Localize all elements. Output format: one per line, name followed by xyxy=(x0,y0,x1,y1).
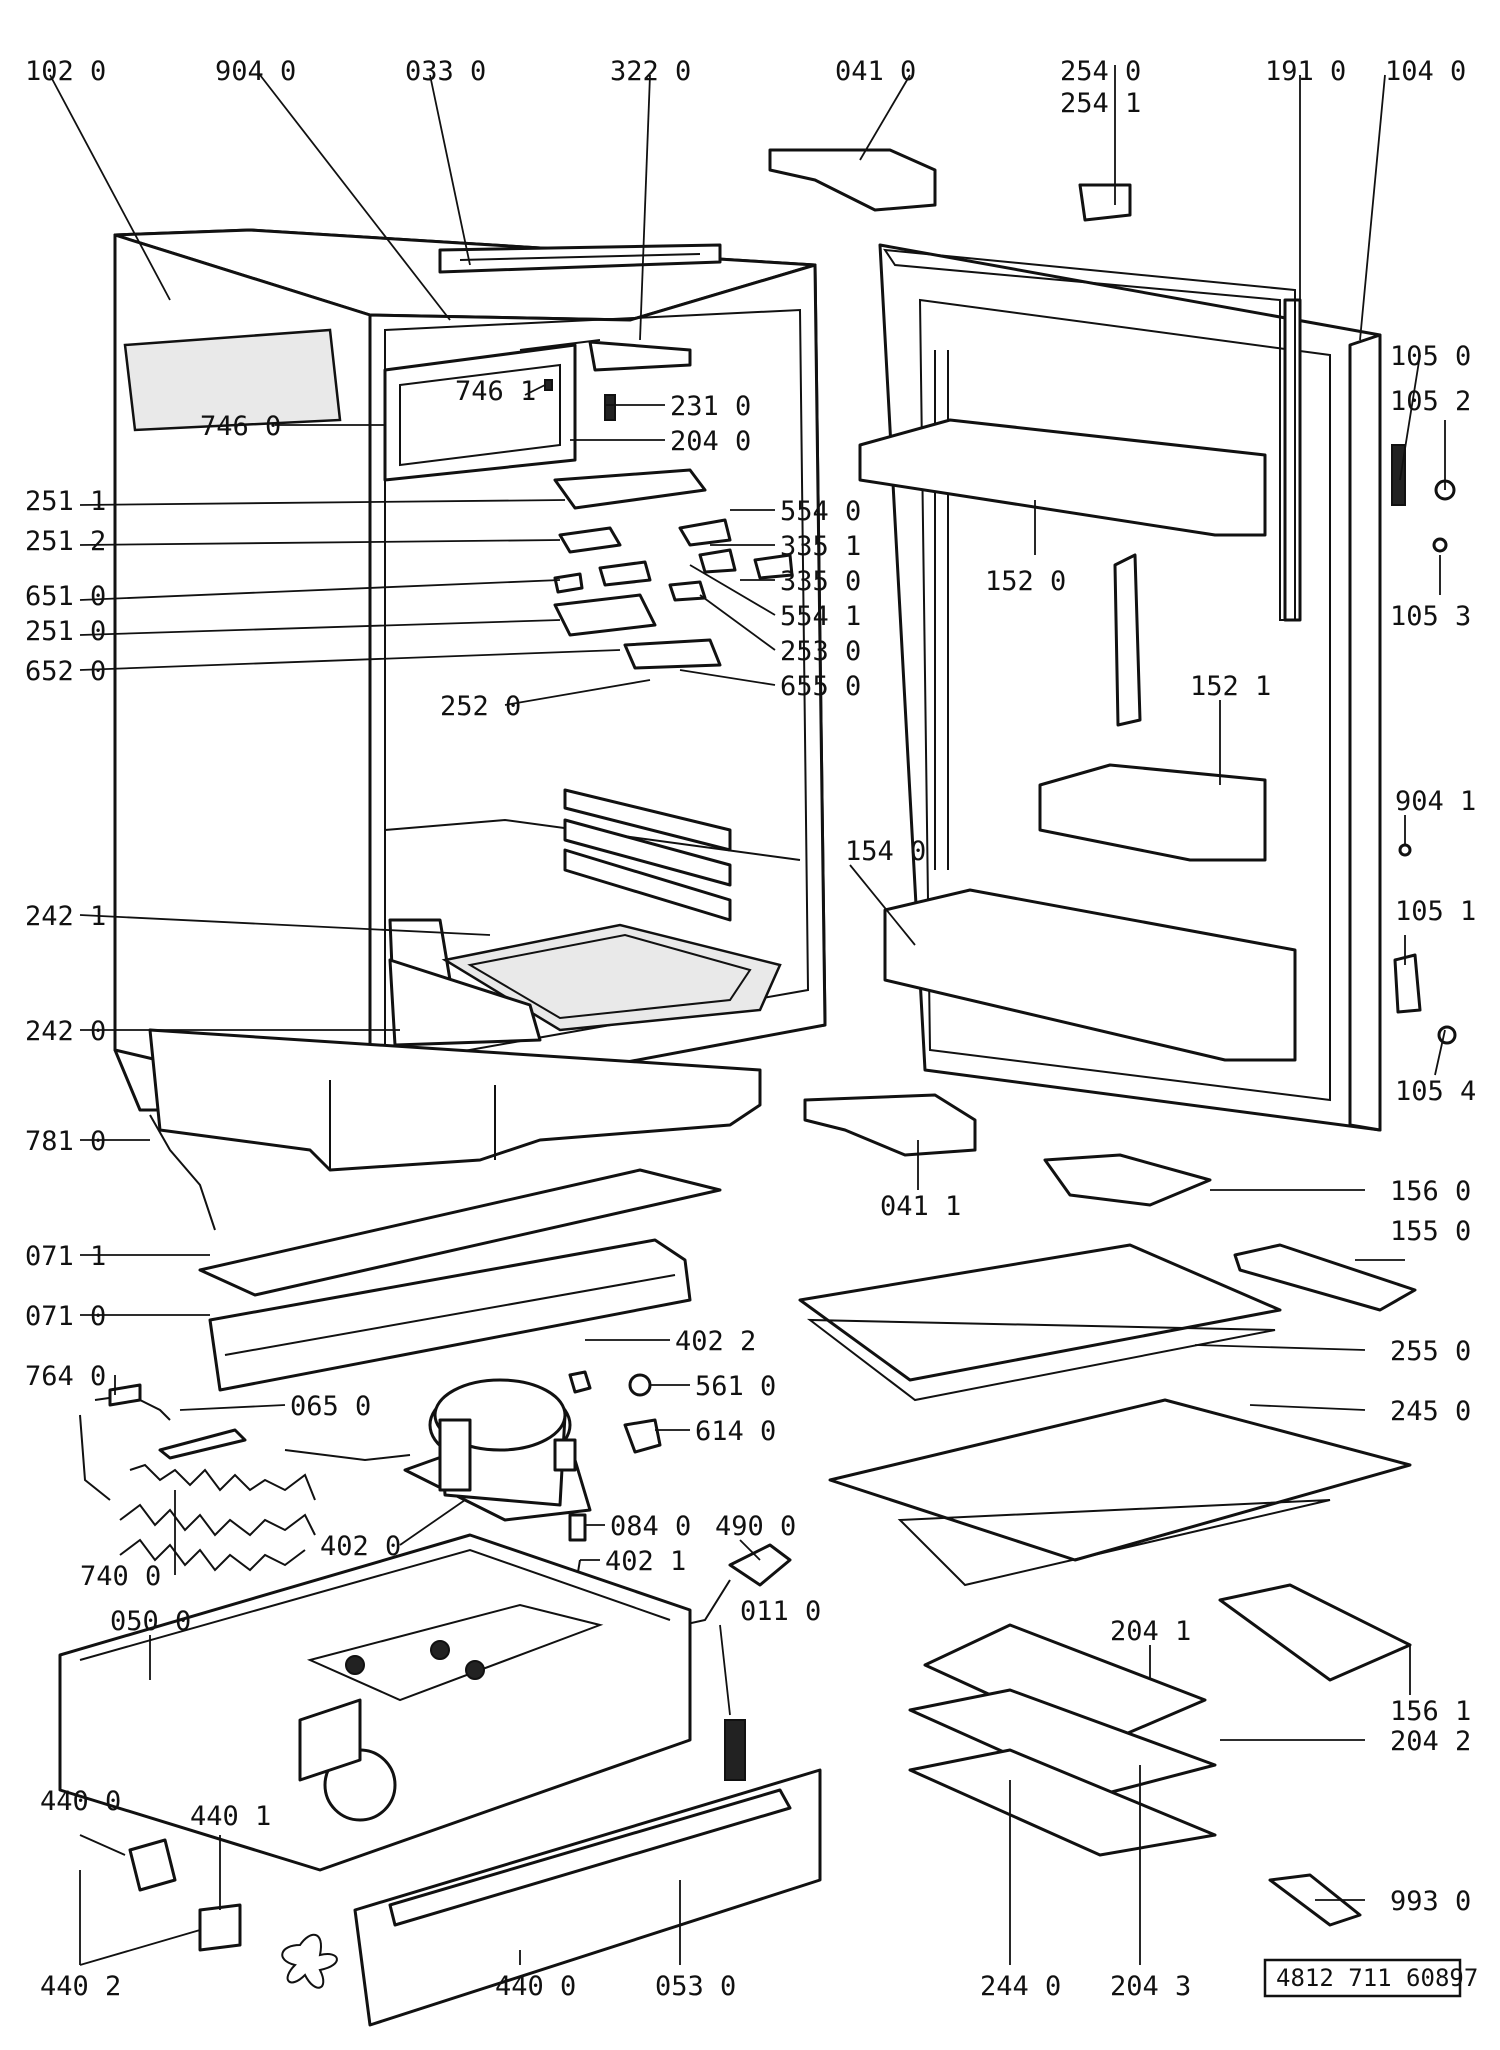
callout-071-0: 071 0 xyxy=(25,1301,106,1332)
callout-152-1: 152 1 xyxy=(1190,671,1271,702)
callout-440-0-bottom: 440 0 xyxy=(495,1971,576,2002)
crisper-drawers xyxy=(388,918,782,1047)
callout-245-0: 245 0 xyxy=(1390,1396,1471,1427)
callout-254-1: 254 1 xyxy=(1060,88,1141,119)
callout-614-0: 614 0 xyxy=(695,1416,776,1447)
wire-shelf xyxy=(828,1398,1412,1587)
front-kick-plate xyxy=(353,1768,822,2027)
callout-204-3: 204 3 xyxy=(1110,1971,1191,2002)
callout-011-0: 011 0 xyxy=(740,1596,821,1627)
callout-104-0: 104 0 xyxy=(1385,56,1466,87)
freezer-door-flap xyxy=(1043,1153,1212,1207)
callout-105-3: 105 3 xyxy=(1390,601,1471,632)
part-labels: 102 0 904 0 033 0 322 0 041 0 254 0 254 … xyxy=(25,56,1476,2002)
base-frame xyxy=(58,1533,746,1989)
callout-155-0: 155 0 xyxy=(1390,1216,1471,1247)
callout-904-0: 904 0 xyxy=(215,56,296,87)
callout-242-0: 242 0 xyxy=(25,1016,106,1047)
callout-152-0: 152 0 xyxy=(985,566,1066,597)
callout-440-0-top: 440 0 xyxy=(40,1786,121,1817)
callout-655-0: 655 0 xyxy=(780,671,861,702)
callout-335-0: 335 0 xyxy=(780,566,861,597)
callout-740-0: 740 0 xyxy=(80,1561,161,1592)
callout-244-0: 244 0 xyxy=(980,1971,1061,2002)
callout-156-1: 156 1 xyxy=(1390,1696,1471,1727)
callout-322-0: 322 0 xyxy=(610,56,691,87)
callout-561-0: 561 0 xyxy=(695,1371,776,1402)
callout-255-0: 255 0 xyxy=(1390,1336,1471,1367)
callout-105-0: 105 0 xyxy=(1390,341,1471,372)
callout-231-0: 231 0 xyxy=(670,391,751,422)
condenser-coil xyxy=(79,1383,316,1572)
shelf-supports xyxy=(563,788,732,922)
glass-shelf xyxy=(798,1243,1282,1402)
callout-156-0: 156 0 xyxy=(1390,1176,1471,1207)
callout-904-1: 904 1 xyxy=(1395,786,1476,817)
callout-251-0: 251 0 xyxy=(25,616,106,647)
callout-154-0: 154 0 xyxy=(845,836,926,867)
ice-tray xyxy=(1233,1243,1417,1312)
callout-651-0: 651 0 xyxy=(25,581,106,612)
callout-105-4: 105 4 xyxy=(1395,1076,1476,1107)
callout-041-1: 041 1 xyxy=(880,1191,961,1222)
hinges xyxy=(768,148,1457,1157)
drip-tray-set xyxy=(908,1583,1412,1927)
callout-746-0: 746 0 xyxy=(200,411,281,442)
callout-204-1: 204 1 xyxy=(1110,1616,1191,1647)
callout-204-2: 204 2 xyxy=(1390,1726,1471,1757)
callout-050-0: 050 0 xyxy=(110,1606,191,1637)
callout-335-1: 335 1 xyxy=(780,531,861,562)
callout-554-1: 554 1 xyxy=(780,601,861,632)
callout-746-1: 746 1 xyxy=(455,376,536,407)
door-shelves xyxy=(858,418,1297,1062)
callout-252-0: 252 0 xyxy=(440,691,521,722)
reference-number-box: 4812 711 60897 xyxy=(1263,1958,1478,1998)
callout-490-0: 490 0 xyxy=(715,1511,796,1542)
callout-105-1: 105 1 xyxy=(1395,896,1476,927)
callout-204-0: 204 0 xyxy=(670,426,751,457)
leader-lines xyxy=(49,65,1446,1966)
callout-402-1: 402 1 xyxy=(605,1546,686,1577)
callout-402-2: 402 2 xyxy=(675,1326,756,1357)
drip-rail-and-base-trims xyxy=(149,1114,722,1392)
callout-102-0: 102 0 xyxy=(25,56,106,87)
reference-number: 4812 711 60897 xyxy=(1276,1964,1478,1992)
freezer-compartment xyxy=(383,339,692,482)
callout-084-0: 084 0 xyxy=(610,1511,691,1542)
callout-781-0: 781 0 xyxy=(25,1126,106,1157)
callout-041-0: 041 0 xyxy=(835,56,916,87)
callout-440-2: 440 2 xyxy=(40,1971,121,2002)
callout-033-0: 033 0 xyxy=(405,56,486,87)
callout-440-1: 440 1 xyxy=(190,1801,271,1832)
callout-254-0: 254 0 xyxy=(1060,56,1141,87)
callout-053-0: 053 0 xyxy=(655,1971,736,2002)
callout-071-1: 071 1 xyxy=(25,1241,106,1272)
callout-253-0: 253 0 xyxy=(780,636,861,667)
callout-993-0: 993 0 xyxy=(1390,1886,1471,1917)
callout-251-2: 251 2 xyxy=(25,526,106,557)
compressor-assembly xyxy=(158,1378,592,1522)
callout-242-1: 242 1 xyxy=(25,901,106,932)
callout-764-0: 764 0 xyxy=(25,1361,106,1392)
callout-652-0: 652 0 xyxy=(25,656,106,687)
callout-105-2: 105 2 xyxy=(1390,386,1471,417)
callout-251-1: 251 1 xyxy=(25,486,106,517)
thermostat-housing xyxy=(553,468,794,670)
callout-554-0: 554 0 xyxy=(780,496,861,527)
callout-065-0: 065 0 xyxy=(290,1391,371,1422)
callout-191-0: 191 0 xyxy=(1265,56,1346,87)
callout-402-0: 402 0 xyxy=(320,1531,401,1562)
